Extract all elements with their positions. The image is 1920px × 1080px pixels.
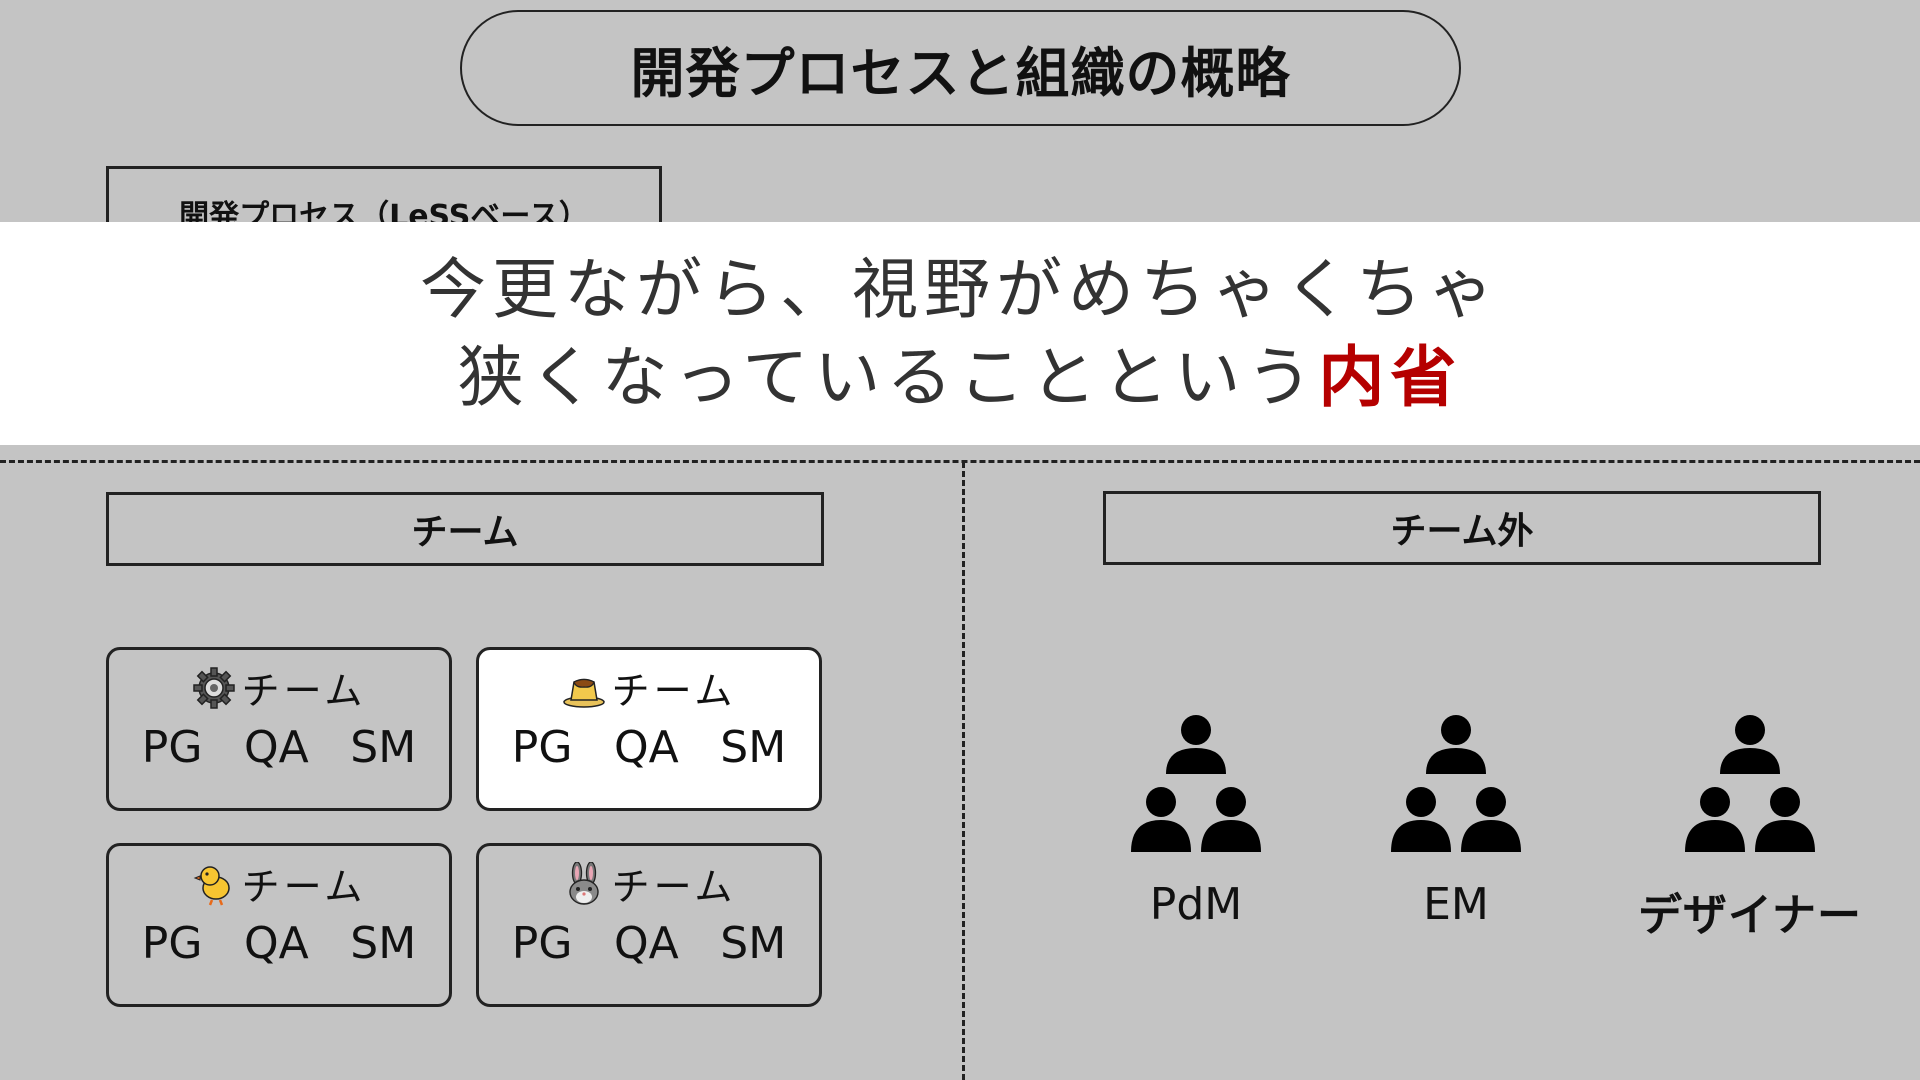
role-pg: PG <box>141 918 203 969</box>
team-card-chick: チーム PG QA SM <box>106 843 452 1007</box>
vertical-divider <box>962 462 965 1080</box>
team-card-title: チーム <box>479 856 819 911</box>
horizontal-divider <box>0 460 1920 463</box>
overlay-message: 今更ながら、視野がめちゃくちゃ 狭くなっていることという内省 <box>0 222 1920 445</box>
team-card-pudding: チーム PG QA SM <box>476 647 822 811</box>
people-group-label: デザイナー <box>1637 890 1863 941</box>
team-section-header: チーム <box>106 492 824 566</box>
team-card-title: チーム <box>479 660 819 715</box>
people-group-label: EM <box>1423 879 1489 930</box>
team-card-title: チーム <box>109 660 449 715</box>
people-group-icon <box>1685 715 1815 852</box>
people-group-label: PdM <box>1149 879 1243 930</box>
gear-icon <box>192 666 235 709</box>
chick-icon <box>193 865 230 905</box>
team-roles: PG QA SM <box>109 918 449 969</box>
team-card-title: チーム <box>109 856 449 911</box>
people-group-icon <box>1391 715 1521 852</box>
overlay-line-2-text: 狭くなっていることという <box>457 338 1319 416</box>
role-sm: SM <box>720 918 787 969</box>
team-card-rabbit: チーム PG QA SM <box>476 843 822 1007</box>
slide-title: 開発プロセスと組織の概略 <box>460 10 1461 126</box>
overlay-emphasis: 内省 <box>1318 338 1463 416</box>
role-pg: PG <box>141 722 203 773</box>
team-card-label: チーム <box>241 865 367 909</box>
team-card-label: チーム <box>611 865 737 909</box>
outside-section-header: チーム外 <box>1103 491 1821 565</box>
team-card-gear: チーム PG QA SM <box>106 647 452 811</box>
role-qa: QA <box>243 918 309 969</box>
role-qa: QA <box>243 722 309 773</box>
outside-section-header-label: チーム外 <box>1390 511 1534 552</box>
team-roles: PG QA SM <box>479 722 819 773</box>
role-qa: QA <box>613 918 679 969</box>
team-section-header-label: チーム <box>411 512 519 553</box>
pudding-icon <box>562 678 605 708</box>
people-group-pdm: PdM <box>1086 712 1306 952</box>
people-group-designer: デザイナー <box>1637 712 1863 952</box>
role-pg: PG <box>511 722 573 773</box>
people-group-icon <box>1131 715 1261 852</box>
role-sm: SM <box>350 918 417 969</box>
rabbit-icon <box>568 861 599 905</box>
team-card-label: チーム <box>611 669 737 713</box>
overlay-line-2: 狭くなっていることという内省 <box>458 334 1463 422</box>
team-roles: PG QA SM <box>479 918 819 969</box>
role-pg: PG <box>511 918 573 969</box>
people-group-em: EM <box>1346 712 1566 952</box>
role-sm: SM <box>720 722 787 773</box>
overlay-line-1: 今更ながら、視野がめちゃくちゃ <box>420 250 1500 328</box>
role-qa: QA <box>613 722 679 773</box>
role-sm: SM <box>350 722 417 773</box>
team-roles: PG QA SM <box>109 722 449 773</box>
team-card-label: チーム <box>241 669 367 713</box>
